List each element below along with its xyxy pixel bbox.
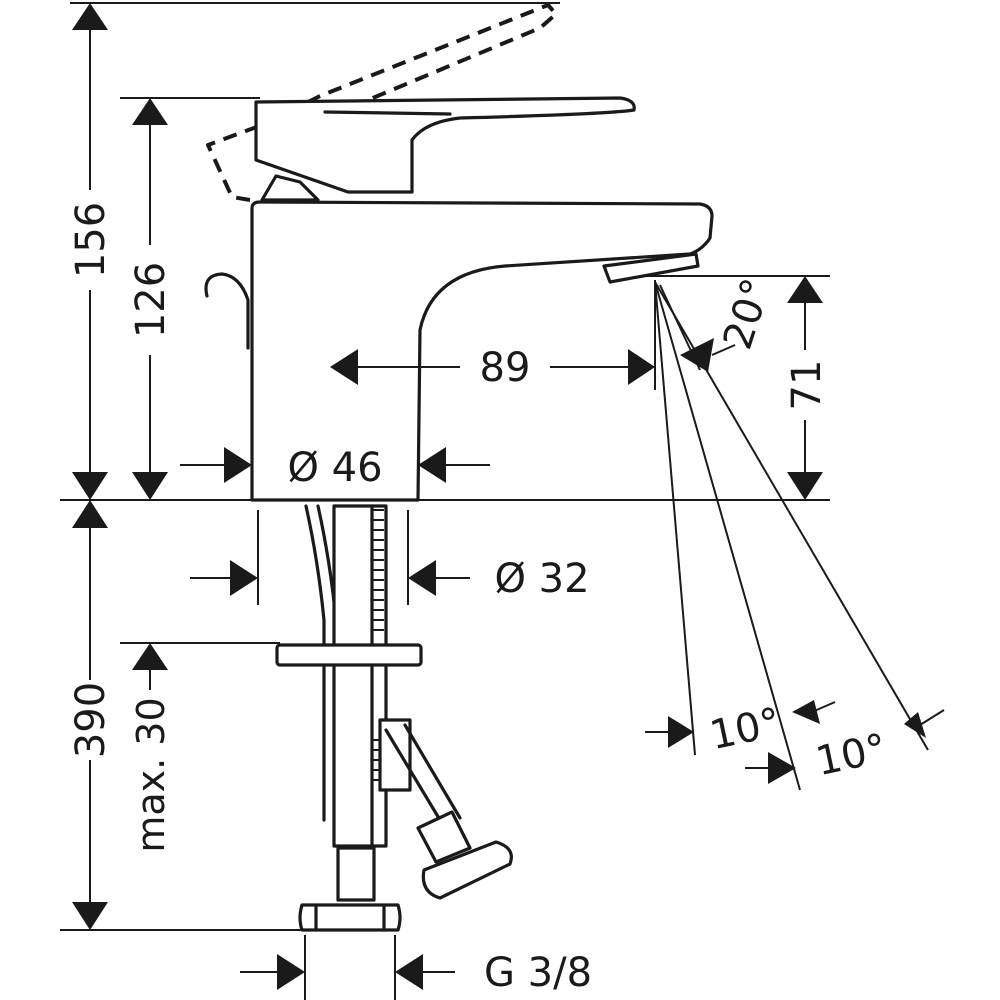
threaded-shank [332, 504, 388, 848]
arrow-32-left [230, 560, 258, 596]
label-156: 156 [68, 202, 114, 278]
arrow-46-left [224, 447, 252, 483]
label-126: 126 [128, 262, 174, 338]
dimension-arrows [72, 3, 945, 990]
flex-hose [378, 718, 412, 792]
connection-fitting [298, 903, 402, 932]
label-390: 390 [68, 682, 114, 758]
arrow-10deg-a [668, 716, 694, 748]
lever [254, 96, 636, 194]
underside-parts [275, 504, 513, 932]
arrow-20deg [680, 338, 714, 372]
popup-rod [204, 272, 250, 350]
arrow-126-bottom [132, 472, 168, 500]
arrow-390-top [72, 500, 108, 528]
label-71: 71 [784, 360, 830, 411]
body-and-spout [250, 200, 714, 502]
arrow-126-top [132, 98, 168, 125]
lever-open-position-outline [206, 3, 558, 202]
faucet-body [204, 3, 714, 502]
arrow-390-bottom [72, 902, 108, 930]
mounting-plate [275, 643, 423, 667]
arrow-156-bottom [72, 472, 108, 500]
drain-linkage [304, 504, 326, 822]
arrow-71-top [787, 276, 823, 303]
label-max-30: max. 30 [129, 697, 173, 852]
arrow-89-right [628, 349, 655, 385]
arrow-71-bottom [787, 472, 823, 500]
arrow-89-left [330, 349, 358, 385]
label-g-3-8: G 3/8 [484, 950, 592, 996]
arrow-32-right [408, 560, 436, 596]
thread-marks [372, 509, 384, 781]
arrow-46-right [418, 447, 446, 483]
label-89: 89 [480, 345, 531, 391]
arrow-10deg-d [904, 712, 926, 738]
arrow-10deg-c [792, 700, 820, 724]
arrow-g38-left [277, 954, 305, 990]
label-dia-46: Ø 46 [287, 445, 382, 491]
hose-nut-left [336, 846, 376, 902]
arrow-max30-top [132, 643, 168, 670]
hose-fitting-right [421, 840, 513, 900]
aerator [602, 252, 700, 284]
arrow-156-top [72, 3, 108, 30]
label-10-deg-a: 10° [706, 699, 785, 759]
hose-nut-right [416, 810, 472, 864]
lever-neck [260, 174, 320, 202]
arrow-10deg-b [768, 752, 796, 784]
label-10-deg-b: 10° [812, 725, 891, 785]
label-20-deg: 20° [715, 273, 781, 355]
label-dia-32: Ø 32 [494, 556, 589, 602]
arrow-g38-right [395, 954, 423, 990]
